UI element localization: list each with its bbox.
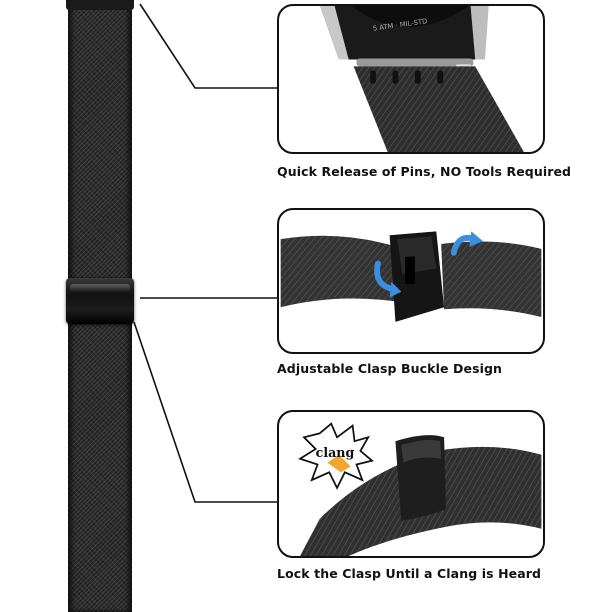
quick-release-illustration: 5 ATM · MIL-STD <box>320 6 524 152</box>
clang-label: clang <box>316 445 355 460</box>
caption-quick-release: Quick Release of Pins, NO Tools Required <box>277 164 572 179</box>
caption-adjustable-clasp: Adjustable Clasp Buckle Design <box>277 361 503 376</box>
mesh-strap-right <box>441 241 542 317</box>
band-clasp <box>66 278 134 324</box>
callout-line-1 <box>139 3 280 89</box>
detail-panel-adjustable-clasp <box>277 208 545 354</box>
detail-panel-lock-clasp: clang <box>277 410 545 558</box>
mesh-band-upper <box>68 0 132 280</box>
caption-lock-clasp: Lock the Clasp Until a Clang is Heard <box>277 566 542 581</box>
detail-panel-quick-release: 5 ATM · MIL-STD <box>277 4 545 154</box>
watch-lug-left <box>320 6 349 60</box>
band-end-cap <box>66 0 134 10</box>
clasp-slot <box>405 256 415 284</box>
spring-bar <box>356 58 474 67</box>
mesh-strap-left <box>280 235 403 308</box>
clang-burst-icon <box>298 422 374 490</box>
watch-lug-right <box>470 6 489 60</box>
lock-clasp-illustration: clang <box>298 422 542 556</box>
mesh-strap <box>353 66 524 152</box>
mesh-band-lower <box>68 322 132 612</box>
callout-line-3 <box>133 321 280 503</box>
adjustable-clasp-illustration <box>280 231 542 322</box>
